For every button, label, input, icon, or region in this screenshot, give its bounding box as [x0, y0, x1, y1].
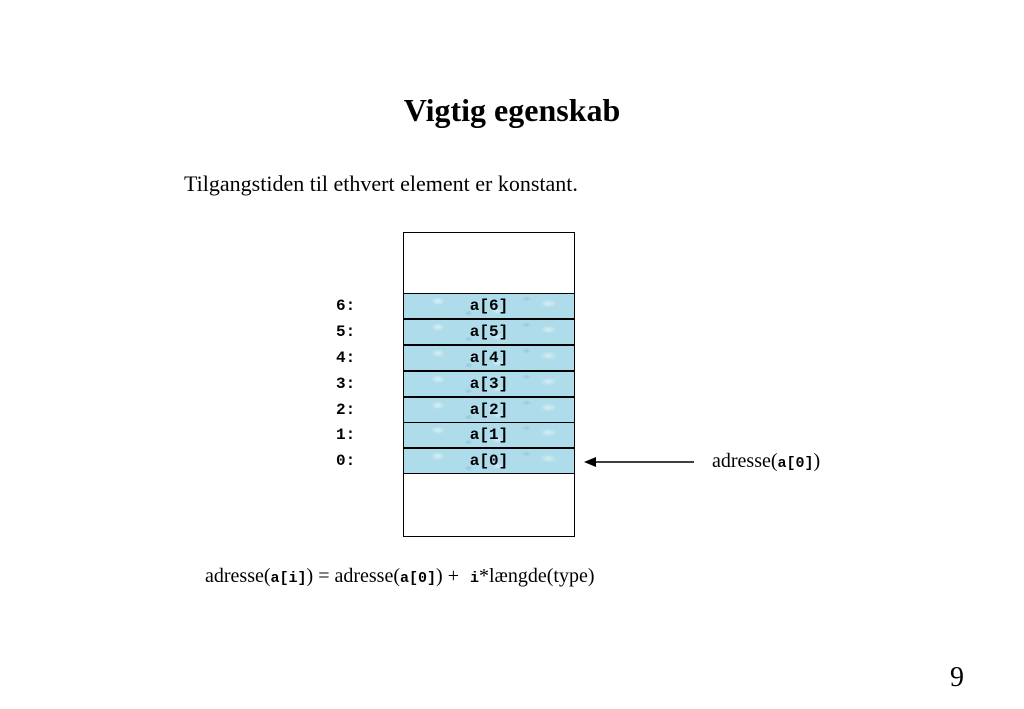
memory-cell-3: a[3]: [403, 371, 575, 397]
memory-cell-0: a[0]: [403, 448, 575, 474]
address-label-suffix: ): [813, 450, 821, 472]
cell-index-6: 6:: [336, 297, 356, 315]
formula-code-i: i: [469, 570, 479, 587]
formula-part-2: ) = adresse(: [306, 565, 401, 587]
memory-cell-4: a[4]: [403, 345, 575, 371]
cell-index-4: 4:: [336, 349, 356, 367]
memory-cell-1: a[1]: [403, 422, 575, 448]
cell-index-0: 0:: [336, 452, 356, 470]
page-number: 9: [950, 662, 964, 693]
address-label-code: a[0]: [777, 455, 814, 472]
formula-code-a0: a[0]: [400, 570, 437, 587]
memory-cell-6: a[6]: [403, 293, 575, 319]
address-formula: adresse(a[i]) = adresse(a[0]) + i*længde…: [205, 565, 595, 588]
memory-cell-5: a[5]: [403, 319, 575, 345]
cell-index-5: 5:: [336, 323, 356, 341]
address-label: adresse(a[0]): [712, 450, 820, 473]
formula-part-3: ) +: [436, 565, 464, 587]
address-label-prefix: adresse(: [712, 450, 778, 472]
formula-part-1: adresse(: [205, 565, 271, 587]
cell-index-2: 2:: [336, 401, 356, 419]
slide-title: Vigtig egenskab: [403, 92, 621, 128]
arrow-left-icon: [584, 457, 694, 467]
formula-part-4: *længde(type): [479, 565, 595, 587]
cell-index-3: 3:: [336, 375, 356, 393]
formula-code-ai: a[i]: [270, 570, 307, 587]
cell-index-1: 1:: [336, 426, 356, 444]
memory-cell-2: a[2]: [403, 397, 575, 423]
slide-subtitle: Tilgangstiden til ethvert element er kon…: [184, 171, 578, 196]
